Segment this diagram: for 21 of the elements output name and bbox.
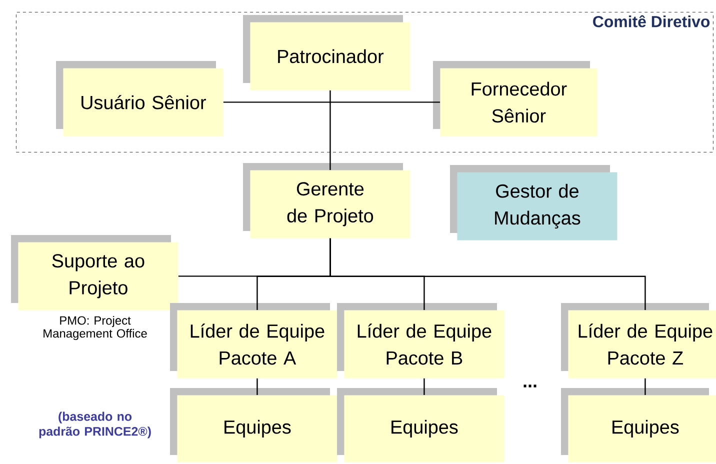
role-box: Líder de Equipe Pacote A (170, 303, 338, 378)
caption-text: PMO: Project Management Office (44, 316, 147, 340)
role-box: Equipes (337, 388, 504, 462)
role-box: Patrocinador (243, 15, 410, 90)
connector-line (256, 378, 258, 395)
role-box: Usuário Sênior (56, 61, 224, 136)
connector-line (330, 90, 331, 170)
role-box: Equipes (561, 388, 716, 462)
connector-line (644, 378, 646, 395)
role-box: Suporte ao Projeto (11, 235, 178, 310)
role-box: Equipes (170, 388, 338, 462)
role-box: Líder de Equipe Pacote Z (561, 303, 716, 378)
connector-line (330, 238, 646, 310)
role-box: Gerente de Projeto (243, 163, 410, 238)
role-box: Gestor de Mudanças (450, 165, 618, 240)
connector-line (424, 378, 425, 395)
role-box: Líder de Equipe Pacote B (337, 303, 504, 378)
note-text: (baseado no padrão PRINCE2®) (39, 412, 151, 438)
ellipsis: ... (524, 384, 536, 388)
connector-line (223, 102, 440, 103)
role-box: Fornecedor Sênior (433, 61, 598, 136)
